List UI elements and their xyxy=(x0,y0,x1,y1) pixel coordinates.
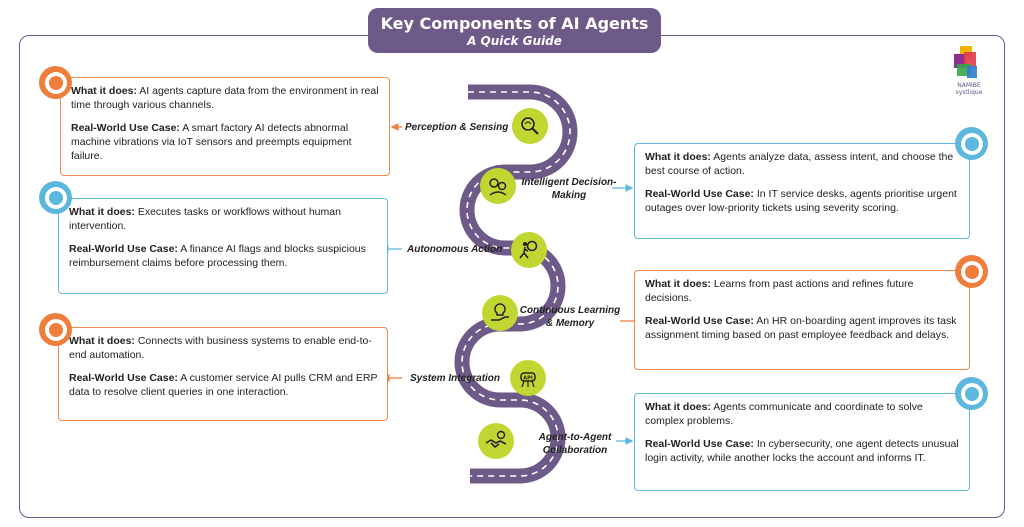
use-label: Real-World Use Case: xyxy=(645,187,754,200)
what-text: Learns from past actions and refines fut… xyxy=(645,278,914,305)
card-use: Real-World Use Case: A customer service … xyxy=(69,371,379,400)
card-what: What it does: Connects with business sys… xyxy=(69,334,379,363)
brand-logo-icon xyxy=(952,46,986,92)
step-label-decision: Intelligent Decision- Making xyxy=(519,176,619,202)
card-collaboration: What it does: Agents communicate and coo… xyxy=(634,393,970,491)
what-label: What it does: xyxy=(645,278,711,290)
step-label-collab-line2: Collaboration xyxy=(542,445,608,456)
step-label-decision-line1: Intelligent Decision- xyxy=(521,177,617,188)
card-use: Real-World Use Case: A finance AI flags … xyxy=(69,242,379,271)
what-text: Agents analyze data, assess intent, and … xyxy=(645,151,954,178)
ring-marker-icon xyxy=(39,66,72,99)
card-what: What it does: Agents communicate and coo… xyxy=(645,400,961,429)
ring-marker-icon xyxy=(955,127,988,160)
use-text: A finance AI flags and blocks suspicious… xyxy=(69,242,366,269)
card-what: What it does: Executes tasks or workflow… xyxy=(69,205,379,234)
use-text: In cybersecurity, one agent detects unus… xyxy=(645,437,959,464)
ring-marker-icon xyxy=(955,255,988,288)
svg-text:API: API xyxy=(523,376,533,382)
card-integration: What it does: Connects with business sys… xyxy=(58,327,388,421)
ring-marker-icon xyxy=(955,377,988,410)
card-learning: What it does: Learns from past actions a… xyxy=(634,270,970,370)
logo-text: NAMIBE systlique xyxy=(949,82,989,96)
ring-marker-icon xyxy=(39,181,72,214)
step-label-action: Autonomous Action xyxy=(407,244,503,255)
use-text: In IT service desks, agents prioritise u… xyxy=(645,187,957,214)
card-what: What it does: AI agents capture data fro… xyxy=(71,84,381,113)
what-text: Agents communicate and coordinate to sol… xyxy=(645,401,923,428)
use-label: Real-World Use Case: xyxy=(69,242,178,255)
card-use: Real-World Use Case: A smart factory AI … xyxy=(71,121,381,164)
handshake-gears-icon xyxy=(478,423,514,459)
page-subtitle: A Quick Guide xyxy=(467,34,562,48)
what-text: Connects with business systems to enable… xyxy=(69,335,372,362)
card-use: Real-World Use Case: An HR on-boarding a… xyxy=(645,314,961,343)
card-action: What it does: Executes tasks or workflow… xyxy=(58,198,388,294)
card-decision: What it does: Agents analyze data, asses… xyxy=(634,143,970,239)
step-label-learning-line2: & Memory xyxy=(545,318,595,329)
page-title: Key Components of AI Agents xyxy=(380,14,649,33)
what-label: What it does: xyxy=(71,85,137,97)
use-label: Real-World Use Case: xyxy=(645,314,754,327)
use-label: Real-World Use Case: xyxy=(645,437,754,450)
use-text: A customer service AI pulls CRM and ERP … xyxy=(69,371,378,398)
what-label: What it does: xyxy=(645,401,711,413)
lightbulb-hand-icon xyxy=(482,295,518,331)
card-use: Real-World Use Case: In IT service desks… xyxy=(645,187,961,216)
gears-head-icon xyxy=(480,168,516,204)
use-label: Real-World Use Case: xyxy=(69,371,178,384)
card-what: What it does: Agents analyze data, asses… xyxy=(645,150,961,179)
step-label-learning: Continuous Learning & Memory xyxy=(519,304,621,330)
use-label: Real-World Use Case: xyxy=(71,121,180,134)
ring-marker-icon xyxy=(39,313,72,346)
step-label-integration: System Integration xyxy=(410,373,501,384)
what-text: Executes tasks or workflows without huma… xyxy=(69,206,341,233)
logo-text-line1: NAMIBE xyxy=(957,82,981,89)
card-what: What it does: Learns from past actions a… xyxy=(645,277,961,306)
use-text: An HR on-boarding agent improves its tas… xyxy=(645,314,957,341)
magnifier-brain-icon xyxy=(512,108,548,144)
step-label-collaboration: Agent-to-Agent Collaboration xyxy=(536,431,614,457)
step-label-collab-line1: Agent-to-Agent xyxy=(538,432,612,443)
step-label-perception: Perception & Sensing xyxy=(405,122,509,133)
what-label: What it does: xyxy=(645,151,711,163)
step-label-decision-line2: Making xyxy=(551,190,587,201)
card-perception: What it does: AI agents capture data fro… xyxy=(60,77,390,176)
what-text: AI agents capture data from the environm… xyxy=(71,85,379,112)
running-gear-icon xyxy=(511,232,547,268)
step-label-learning-line1: Continuous Learning xyxy=(519,305,621,316)
what-label: What it does: xyxy=(69,206,135,218)
card-use: Real-World Use Case: In cybersecurity, o… xyxy=(645,437,961,466)
use-text: A smart factory AI detects abnormal mach… xyxy=(71,121,352,163)
title-banner: Key Components of AI Agents A Quick Guid… xyxy=(368,8,661,53)
api-network-icon: API xyxy=(510,360,546,396)
what-label: What it does: xyxy=(69,335,135,347)
logo-text-line2: systlique xyxy=(955,89,983,96)
